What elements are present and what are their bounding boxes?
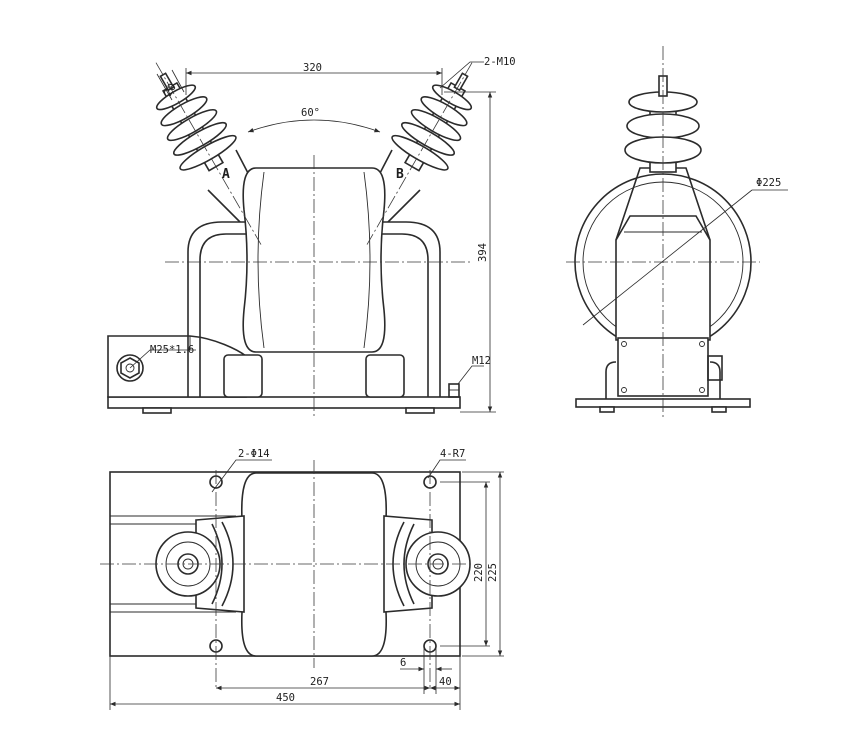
frame-right [378,221,441,397]
callout-2-phi14: 2-Φ14 [238,448,270,460]
callout-m12: M12 [472,355,491,367]
callout-2-m10: 2-M10 [484,56,516,68]
dim-angle: 60° [301,107,320,119]
dim-20: 20 [162,82,179,99]
terminal-a-label: A [222,167,230,182]
dim-450: 450 [276,692,295,704]
top-view [100,459,504,710]
cable-gland [116,354,144,382]
dim-220: 220 [473,563,485,582]
frame-left [187,221,252,397]
front-view [107,61,496,418]
dim-267: 267 [310,676,329,688]
dim-320: 320 [303,62,322,74]
dim-225: 225 [487,563,499,582]
base-plate [107,396,461,409]
bushing-b [366,62,473,245]
dim-phi-225: Φ225 [756,177,781,189]
callout-m25: M25*1.6 [150,344,194,356]
callout-4-r7: 4-R7 [440,448,465,460]
terminal-b-label: B [396,167,404,182]
dim-40: 40 [439,676,452,688]
side-view [566,46,788,420]
ground-bolt [448,383,460,398]
dim-6: 6 [400,657,406,669]
dim-394: 394 [477,243,489,262]
